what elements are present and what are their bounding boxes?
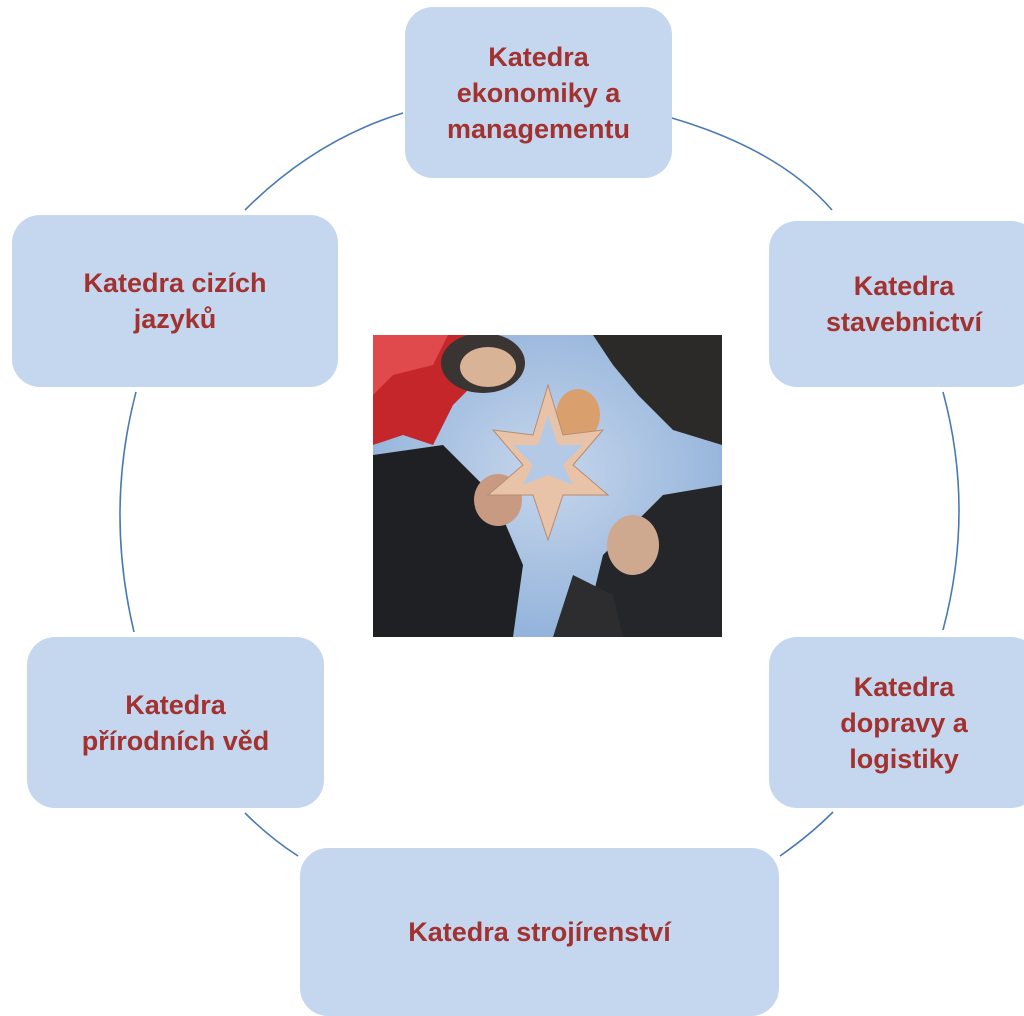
department-node-engineering[interactable]: Katedra strojírenství — [300, 848, 779, 1016]
connector-bottom-lbot — [244, 812, 299, 857]
connector-lbot-left — [119, 391, 137, 633]
department-node-economics[interactable]: Katedra ekonomiky a managementu — [405, 7, 672, 178]
group-hands-star-photo — [373, 335, 722, 637]
department-node-transport[interactable]: Katedra dopravy a logistiky — [769, 637, 1024, 808]
department-node-languages[interactable]: Katedra cizích jazyků — [12, 215, 338, 387]
group-photo — [373, 335, 722, 637]
connector-rbot-bottom — [779, 811, 834, 857]
connector-left-top — [244, 112, 404, 211]
department-node-sciences[interactable]: Katedra přírodních věd — [27, 637, 324, 808]
connector-right-rbot — [942, 391, 960, 631]
department-node-construction[interactable]: Katedra stavebnictví — [769, 221, 1024, 387]
connector-top-right — [671, 117, 833, 211]
